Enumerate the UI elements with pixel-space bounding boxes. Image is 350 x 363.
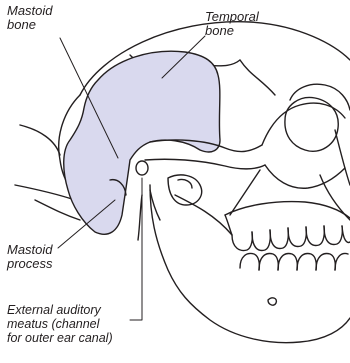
label-mastoid-process: Mastoid process bbox=[7, 243, 53, 271]
maxilla bbox=[230, 170, 260, 215]
condyle bbox=[178, 179, 192, 188]
zygomatic-arch bbox=[145, 159, 265, 169]
orbit bbox=[285, 97, 338, 151]
orbit bbox=[290, 84, 350, 110]
zygomatic-bone bbox=[262, 103, 345, 145]
styloid-process bbox=[138, 195, 142, 240]
nasal-bone bbox=[320, 175, 350, 220]
upper-teeth bbox=[225, 215, 350, 250]
mandible bbox=[175, 195, 232, 235]
suture-line bbox=[20, 125, 60, 155]
mental-foramen bbox=[268, 298, 276, 305]
label-mastoid-bone: Mastoid bone bbox=[7, 4, 53, 32]
zygomatic-bone bbox=[265, 165, 345, 188]
ear-canal-opening bbox=[136, 161, 148, 175]
label-temporal-bone: Temporal bone bbox=[205, 10, 259, 38]
label-external-auditory-meatus: External auditory meatus (channel for ou… bbox=[7, 303, 113, 345]
suture-line bbox=[15, 185, 75, 200]
lower-teeth bbox=[240, 254, 348, 270]
mandible bbox=[150, 185, 350, 343]
nasal-bone bbox=[335, 130, 350, 185]
maxilla bbox=[225, 202, 350, 218]
suture-line bbox=[240, 60, 275, 95]
leader-ear-canal bbox=[130, 178, 142, 320]
